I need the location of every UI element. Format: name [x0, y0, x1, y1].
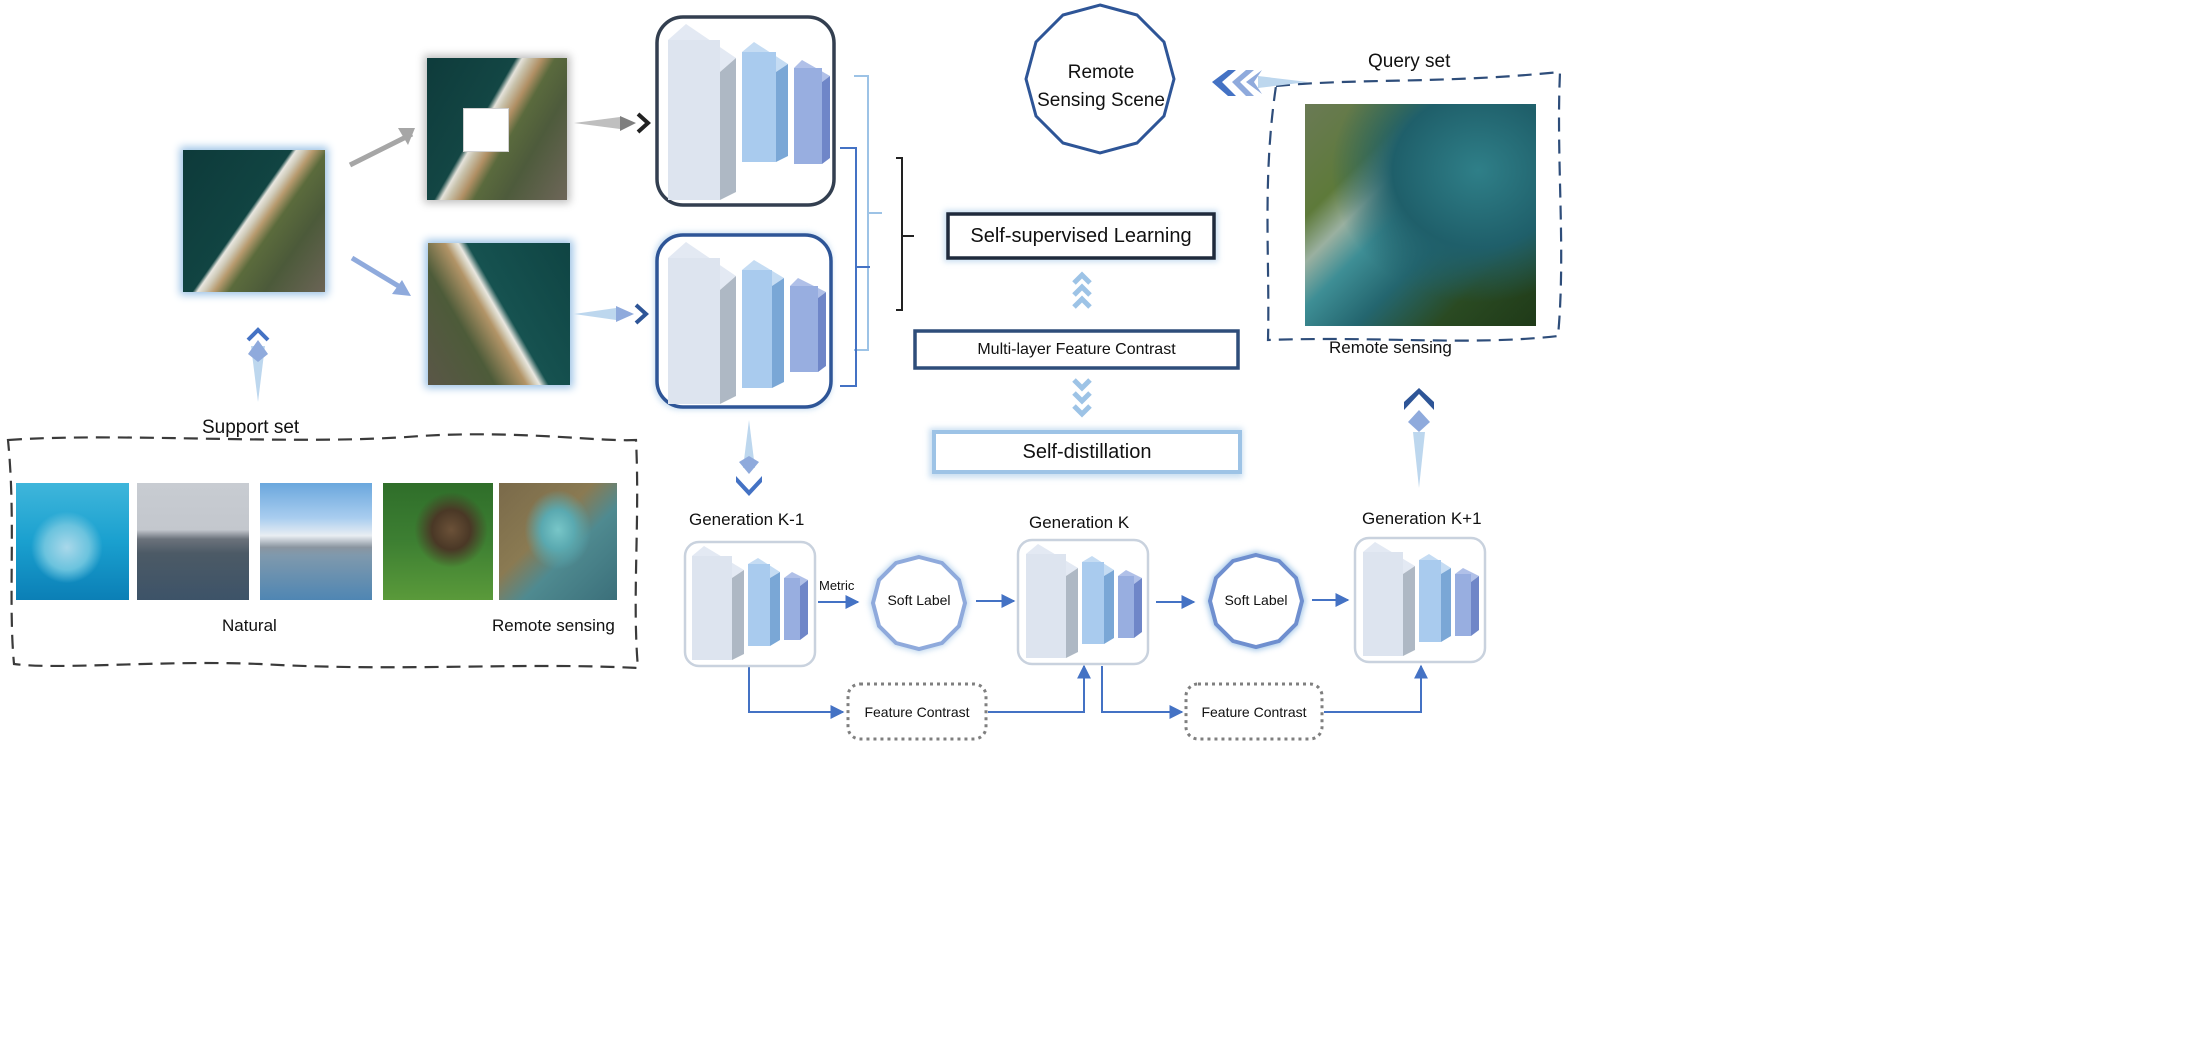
support-thumb-ship: [260, 483, 372, 600]
support-main-image: [183, 150, 325, 292]
query-image: [1305, 104, 1536, 326]
network-bottom-layers: [668, 242, 826, 404]
support-thumb-jellyfish: [16, 483, 129, 600]
mlfc-box: [913, 329, 1240, 370]
sd-box: [932, 430, 1242, 474]
gen-prev-block: [683, 540, 817, 668]
mlfc-label: Multi-layer Feature Contrast: [977, 340, 1176, 358]
arrow-to-masked: [348, 131, 414, 168]
query-set-frame: [1266, 70, 1563, 342]
support-thumb-carrier: [137, 483, 249, 600]
support-set-frame: [6, 433, 640, 670]
metric-label: Metric: [819, 578, 855, 593]
masked-image: [427, 58, 567, 200]
diagram-canvas: [6, 3, 1563, 741]
bracket-inner: [896, 157, 903, 311]
support-remote-label: Remote sensing: [492, 616, 615, 635]
network-top-layers: [668, 24, 830, 200]
support-thumb-coast: [499, 483, 617, 600]
ssl-box: [946, 212, 1216, 260]
bracket-middle: [840, 147, 857, 387]
support-thumb-goose: [383, 483, 493, 600]
soft-label-2-shape: [1206, 551, 1306, 651]
feature-contrast-1: Feature Contrast: [864, 703, 970, 720]
mask-patch: [463, 108, 509, 152]
gen-next-label: Generation K+1: [1362, 509, 1482, 528]
support-set-title: Support set: [202, 417, 300, 438]
arrow-to-augmented: [350, 255, 407, 293]
gen-cur-label: Generation K: [1029, 513, 1130, 532]
soft-label-1-shape: [869, 553, 969, 653]
query-remote-label: Remote sensing: [1329, 338, 1452, 357]
query-set-title: Query set: [1368, 51, 1451, 72]
feature-contrast-2: Feature Contrast: [1201, 703, 1307, 720]
gen-next-block: [1353, 536, 1487, 664]
gen-prev-label: Generation K-1: [689, 510, 805, 529]
ssl-label: Self-supervised Learning: [970, 224, 1192, 247]
sd-label: Self-distillation: [1022, 440, 1152, 463]
soft-label-2: Soft Label: [1224, 592, 1288, 608]
scene-label: Remote Sensing Scene: [1037, 62, 1165, 111]
gen-cur-block: [1016, 538, 1150, 666]
scene-polygon: [1024, 3, 1176, 155]
support-natural-label: Natural: [222, 616, 277, 635]
augmented-image: [428, 243, 570, 385]
soft-label-1: Soft Label: [887, 592, 951, 608]
